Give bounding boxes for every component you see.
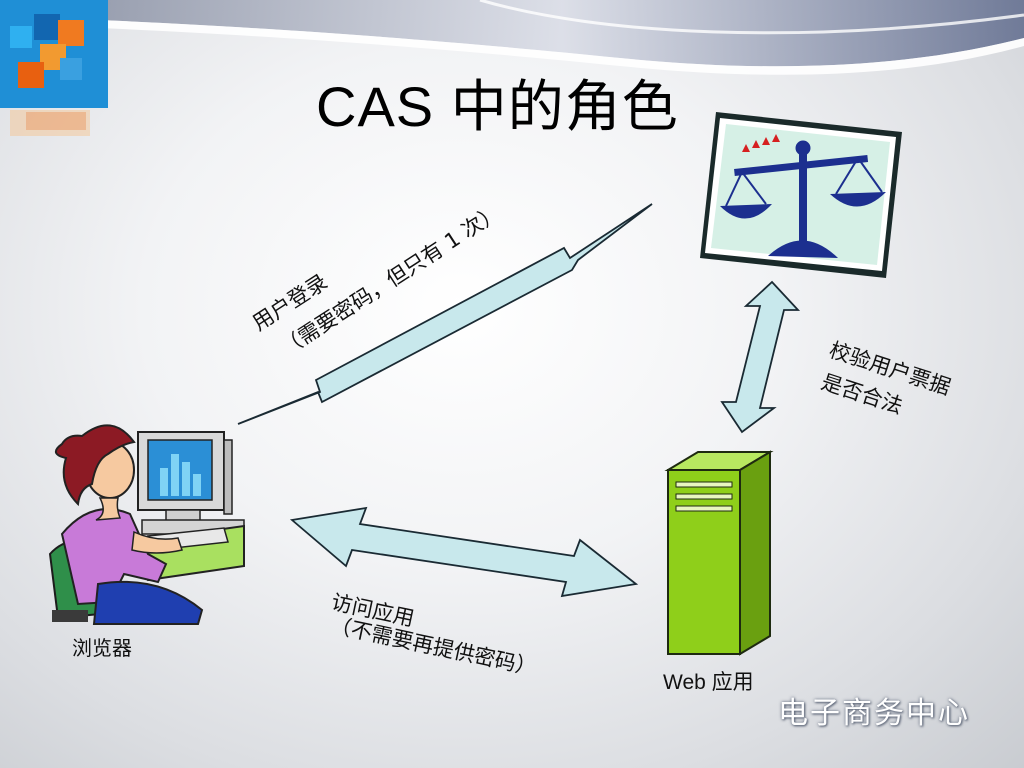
balance-scale-icon xyxy=(700,112,902,278)
slide-title: CAS 中的角色 xyxy=(316,75,679,138)
header-wave xyxy=(100,0,1024,75)
watermark-text: 电子商务中心 xyxy=(778,696,970,731)
browser-label: 浏览器 xyxy=(72,636,132,660)
access-arrow xyxy=(289,506,639,598)
server-tower-icon xyxy=(664,450,774,656)
login-arrow xyxy=(237,203,653,425)
web-app-label: Web 应用 xyxy=(663,671,754,694)
verify-arrow xyxy=(720,280,801,434)
woman-at-computer-icon xyxy=(48,424,245,625)
blocks-logo-icon xyxy=(0,0,108,136)
